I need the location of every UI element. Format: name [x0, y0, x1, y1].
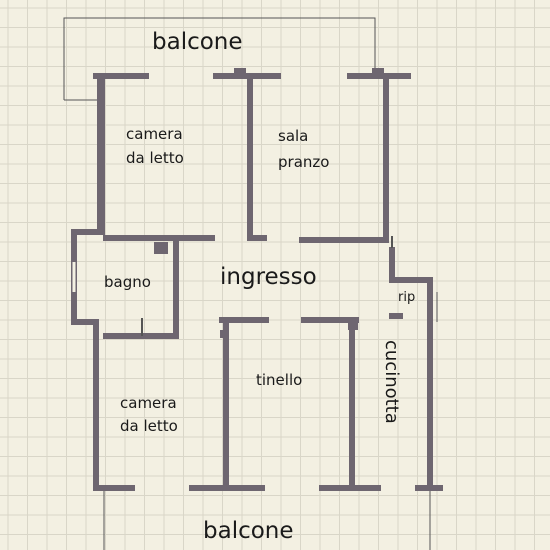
bedroom-top-label-line2: da letto — [126, 149, 184, 167]
walls — [71, 68, 443, 491]
bedroom-top-label-line1: camera — [126, 125, 183, 143]
balcony-top-label: balcone — [152, 29, 243, 55]
shaft — [154, 242, 168, 254]
kitchenette-label: cucinotta — [381, 340, 402, 424]
top-balcony-outline — [63, 17, 376, 100]
bedroom-bottom-label-line1: camera — [120, 394, 177, 412]
bathroom-label: bagno — [104, 273, 151, 291]
bedroom-bottom-label-line2: da letto — [120, 417, 178, 435]
wall-cap — [234, 68, 246, 73]
storage-label: rip — [398, 290, 415, 305]
wall-dining-right — [299, 73, 389, 243]
wall-cap — [372, 68, 384, 73]
wall-cap — [348, 322, 358, 330]
entrance-label: ingresso — [220, 264, 317, 290]
wall-bedroom-dining — [247, 73, 267, 241]
balcony-bottom-label: balcone — [203, 518, 294, 544]
wall-bathroom — [103, 241, 179, 339]
wall-kitchen-right — [389, 277, 433, 489]
small-dining-label: tinello — [256, 371, 302, 389]
wall-cap — [220, 330, 228, 338]
dining-room-label-line1: sala — [278, 127, 308, 145]
dining-room-label-line2: pranzo — [278, 153, 329, 171]
